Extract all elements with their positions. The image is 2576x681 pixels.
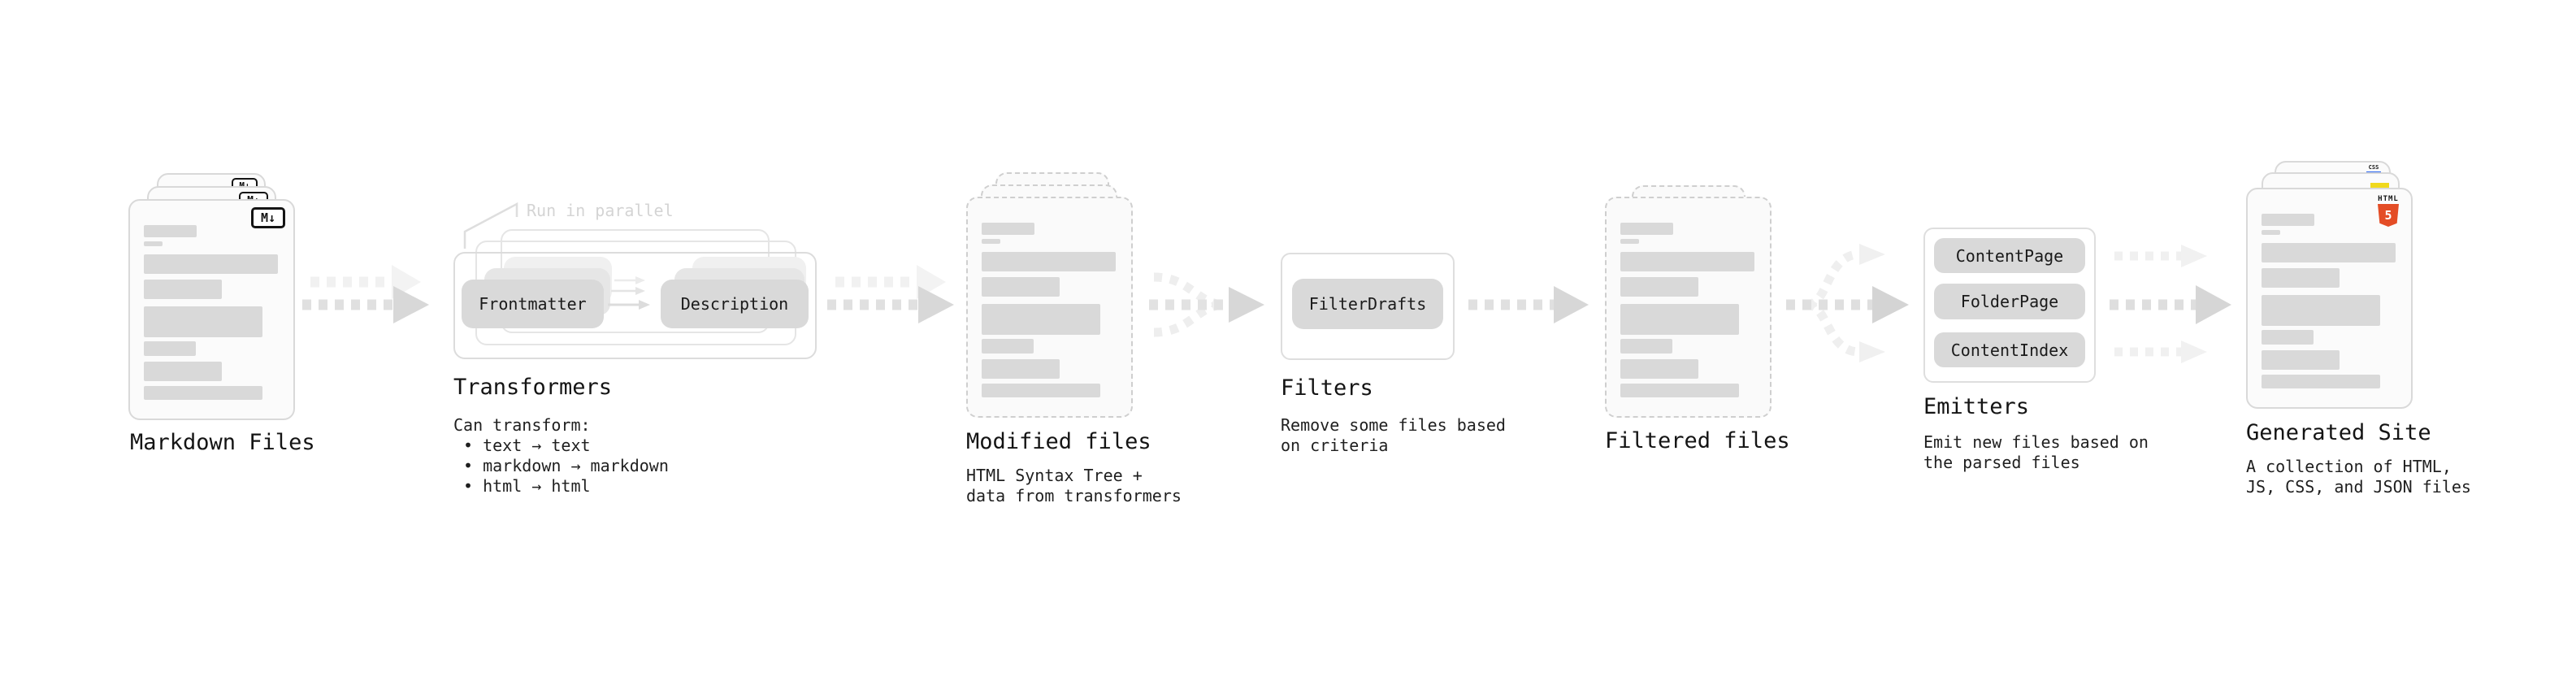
placeholder-bar — [982, 223, 1034, 235]
placeholder-bar — [1620, 277, 1698, 297]
content-page-pill: ContentPage — [1934, 238, 2085, 273]
markdown-file-card-front: M↓ — [128, 199, 295, 420]
frontmatter-pill: Frontmatter — [462, 280, 604, 328]
placeholder-bar — [144, 362, 222, 381]
caption-line: JS, CSS, and JSON files — [2246, 477, 2471, 497]
caption-line: the parsed files — [1923, 453, 2080, 472]
placeholder-bar — [1620, 384, 1739, 397]
caption-line: on criteria — [1281, 436, 1389, 455]
caption-line: A collection of HTML, — [2246, 457, 2452, 476]
filters-caption: Remove some files based on criteria — [1281, 415, 1506, 456]
bullet-glyph: • — [463, 436, 474, 455]
placeholder-bar — [2262, 295, 2380, 326]
placeholder-bar — [982, 359, 1060, 379]
modified-file-card-front — [966, 197, 1133, 418]
parallel-mini-arrows — [608, 276, 650, 310]
caption-line: HTML Syntax Tree + — [966, 466, 1143, 485]
placeholder-bar — [144, 254, 278, 274]
placeholder-bar — [1620, 223, 1673, 235]
placeholder-bar — [144, 280, 222, 299]
transformers-label: Transformers — [453, 375, 613, 400]
placeholder-bar — [1620, 252, 1754, 271]
transform-item: html → html — [483, 476, 591, 496]
placeholder-bar — [982, 339, 1034, 354]
placeholder-bar — [2262, 350, 2340, 370]
placeholder-bar — [144, 341, 196, 356]
run-in-parallel-annotation: Run in parallel — [527, 201, 674, 220]
placeholder-bar — [1620, 339, 1672, 354]
caption-line: Can transform: — [453, 415, 591, 435]
caption-line: Remove some files based — [1281, 415, 1506, 435]
placeholder-bar — [982, 384, 1100, 397]
placeholder-bar — [2262, 243, 2396, 262]
html5-icon-word: HTML — [2378, 195, 2399, 203]
run-in-parallel-callout-line — [463, 202, 518, 249]
modified-files-caption: HTML Syntax Tree + data from transformer… — [966, 466, 1182, 506]
generated-site-caption: A collection of HTML, JS, CSS, and JSON … — [2246, 457, 2471, 497]
filtered-file-card-front — [1605, 197, 1772, 418]
emitters-caption: Emit new files based on the parsed files — [1923, 432, 2149, 473]
flow-arrow-transformers-to-modified — [827, 265, 954, 323]
placeholder-bar — [1620, 239, 1639, 244]
placeholder-bar — [982, 277, 1060, 297]
placeholder-bar — [982, 304, 1100, 335]
caption-line: Emit new files based on — [1923, 432, 2149, 452]
flow-arrow-markdown-to-transformers — [302, 265, 429, 323]
placeholder-bar — [2262, 230, 2280, 235]
css-icon-label: CSS — [2368, 164, 2379, 171]
placeholder-bar — [144, 306, 262, 337]
transformers-caption: Can transform: • text → text • markdown … — [453, 415, 669, 497]
bullet-glyph: • — [463, 476, 474, 496]
placeholder-bar — [1620, 304, 1739, 335]
markdown-icon: M↓ — [251, 207, 285, 228]
js-icon — [2370, 183, 2389, 192]
transformer-box-front — [453, 252, 817, 359]
folder-page-pill: FolderPage — [1934, 284, 2085, 319]
caption-line: data from transformers — [966, 486, 1182, 505]
placeholder-bar — [2262, 375, 2380, 388]
markdown-files-label: Markdown Files — [130, 430, 315, 455]
placeholder-bar — [2262, 214, 2314, 226]
placeholder-bar — [144, 386, 262, 400]
caption-bullet-line: • markdown → markdown — [453, 456, 669, 476]
placeholder-bar — [144, 241, 163, 246]
transform-item: markdown → markdown — [483, 456, 669, 475]
placeholder-bar — [2262, 268, 2340, 288]
generated-site-label: Generated Site — [2246, 420, 2431, 445]
flow-arrow-emitters-to-site — [2110, 245, 2231, 363]
filters-label: Filters — [1281, 375, 1373, 401]
placeholder-bar — [1620, 359, 1698, 379]
placeholder-bar — [982, 239, 1000, 244]
bullet-glyph: • — [463, 456, 474, 475]
site-file-card-html: HTML 5 — [2246, 188, 2413, 409]
html5-icon: HTML 5 — [2378, 195, 2399, 227]
content-index-pill: ContentIndex — [1934, 332, 2085, 367]
html5-icon-number: 5 — [2384, 207, 2392, 223]
flow-arrow-filters-to-filtered — [1468, 286, 1589, 323]
placeholder-bar — [144, 225, 197, 237]
transform-item: text → text — [483, 436, 591, 455]
placeholder-bar — [2262, 330, 2314, 345]
caption-bullet-line: • text → text — [453, 436, 669, 456]
filtered-files-label: Filtered files — [1605, 428, 1790, 453]
description-pill: Description — [661, 280, 809, 328]
flow-arrow-filtered-to-emitters — [1786, 244, 1909, 362]
html5-icon-shield: 5 — [2378, 204, 2399, 227]
modified-files-label: Modified files — [966, 429, 1151, 454]
caption-bullet-line: • html → html — [453, 476, 669, 497]
flow-arrow-modified-to-filters — [1149, 272, 1264, 337]
emitters-label: Emitters — [1923, 394, 2030, 419]
filter-drafts-pill: FilterDrafts — [1292, 279, 1443, 329]
placeholder-bar — [982, 252, 1116, 271]
